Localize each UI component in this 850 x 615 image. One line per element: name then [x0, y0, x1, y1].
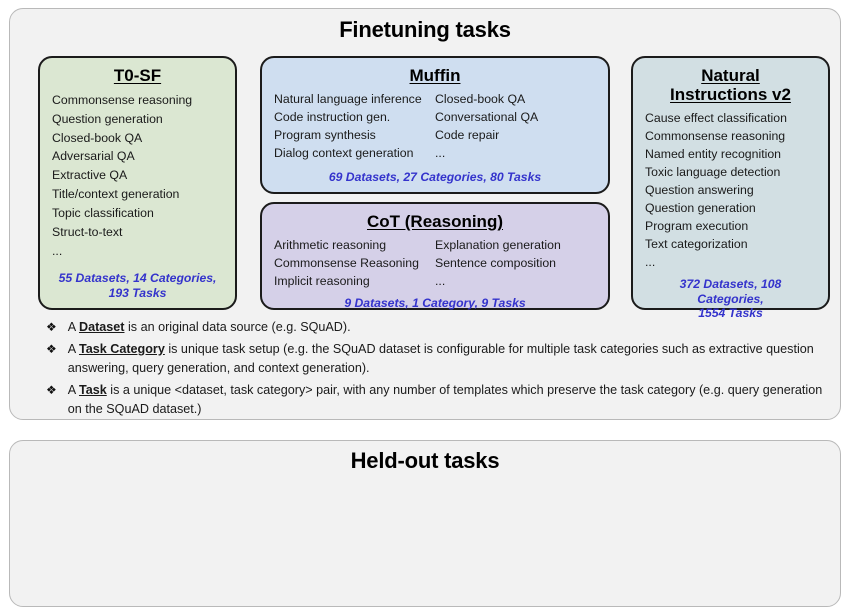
card-title-muffin: Muffin [274, 66, 596, 85]
finetuning-panel-title: Finetuning tasks [339, 17, 511, 42]
card-title-natural-instructions-v2: Natural Instructions v2 [645, 66, 816, 104]
card-stats-cot: 9 Datasets, 1 Category, 9 Tasks [344, 295, 526, 310]
dataset-card-cot[interactable]: CoT (Reasoning) Arithmetic reasoning Com… [260, 202, 610, 310]
list-item: Adversarial QA [52, 149, 135, 164]
task-column-right: Closed-book QA Conversational QA Code re… [435, 91, 596, 163]
list-item: Text categorization [645, 236, 748, 251]
list-item: Closed-book QA [435, 92, 526, 107]
list-item: Sentence composition [435, 255, 556, 270]
note-post: is a unique <dataset, task category> pai… [67, 382, 823, 416]
note-post: is unique task setup (e.g. the SQuAD dat… [67, 341, 814, 375]
card-title-text: CoT (Reasoning) [367, 212, 503, 231]
list-item: Closed-book QA [52, 130, 143, 145]
list-item-ellipsis: ... [52, 243, 63, 258]
card-title-line1: Natural [701, 66, 760, 85]
list-item: Program synthesis [274, 127, 376, 142]
card-stats-line1: 55 Datasets, 14 Categories, [58, 271, 217, 286]
note-term: Task Category [78, 341, 165, 356]
note-text: A Task Category is unique task setup (e.… [68, 340, 836, 378]
task-list-natural-instructions-v2: Cause effect classification Commonsense … [645, 110, 816, 272]
card-stats-line2: 193 Tasks [108, 286, 167, 301]
note-text: A Task is a unique <dataset, task catego… [68, 381, 836, 419]
note-term: Task [78, 382, 107, 397]
list-item: Commonsense reasoning [645, 129, 786, 144]
card-title-line2: Instructions v2 [670, 85, 791, 105]
list-item: Program execution [645, 218, 749, 233]
note-item: ❖ A Task Category is unique task setup (… [46, 340, 836, 378]
diamond-bullet-icon: ❖ [46, 320, 57, 334]
task-list-t0sf: Commonsense reasoning Question generatio… [52, 91, 223, 260]
held-out-tasks-panel: Held-out tasks MMLU Abstract algebra Col… [9, 440, 841, 607]
diamond-bullet-icon: ❖ [46, 382, 57, 397]
list-item: Implicit reasoning [274, 273, 370, 288]
list-item: Explanation generation [435, 238, 561, 253]
heldout-panel-title: Held-out tasks [350, 448, 500, 473]
list-item: Code instruction gen. [274, 109, 391, 124]
card-stats-line2: 1554 Tasks [698, 306, 763, 321]
list-item: Commonsense reasoning [52, 93, 193, 108]
list-item: Topic classification [52, 205, 154, 220]
note-pre: A [67, 320, 79, 334]
note-item: ❖ A Task is a unique <dataset, task cate… [46, 381, 836, 419]
note-term: Dataset [78, 320, 125, 334]
list-item: Conversational QA [435, 109, 539, 124]
list-item: Arithmetic reasoning [274, 238, 387, 253]
list-item-ellipsis: ... [645, 254, 656, 269]
note-pre: A [67, 341, 79, 356]
list-item: Code repair [435, 127, 500, 142]
note-post: is an original data source (e.g. SQuAD). [124, 320, 351, 334]
list-item: Question answering [645, 182, 754, 197]
dataset-card-t0sf[interactable]: T0-SF Commonsense reasoning Question gen… [38, 56, 237, 310]
list-item: Cause effect classification [645, 111, 787, 126]
list-item: Struct-to-text [52, 224, 123, 239]
list-item: Toxic language detection [645, 164, 781, 179]
card-stats-muffin: 69 Datasets, 27 Categories, 80 Tasks [328, 170, 542, 185]
dataset-card-natural-instructions-v2[interactable]: Natural Instructions v2 Cause effect cla… [631, 56, 830, 320]
task-list-muffin: Natural language inference Code instruct… [274, 91, 596, 163]
card-stats-natural-instructions-v2: 372 Datasets, 108 Categories, 1554 Tasks [645, 272, 816, 322]
list-item-ellipsis: ... [435, 273, 446, 288]
task-column-left: Natural language inference Code instruct… [274, 91, 435, 163]
finetuning-tasks-panel: Finetuning tasks T0-SF Commonsense reaso… [9, 8, 841, 420]
card-title-t0sf: T0-SF [52, 66, 223, 85]
card-title-text: Muffin [409, 66, 461, 85]
definitions-notes: ❖ A Dataset is an original data source (… [46, 318, 836, 421]
card-title-cot: CoT (Reasoning) [274, 212, 596, 231]
list-item-ellipsis: ... [435, 145, 446, 160]
list-item: Dialog context generation [274, 145, 414, 160]
note-pre: A [67, 382, 79, 397]
card-stats-t0sf: 55 Datasets, 14 Categories, 193 Tasks [52, 266, 223, 301]
list-item: Named entity recognition [645, 146, 782, 161]
list-item: Extractive QA [52, 168, 128, 183]
diamond-bullet-icon: ❖ [46, 341, 57, 356]
card-title-text: T0-SF [113, 66, 162, 85]
task-column-right: Explanation generation Sentence composit… [435, 237, 596, 291]
card-stats-line1: 372 Datasets, 108 Categories, [679, 276, 782, 306]
task-column-left: Arithmetic reasoning Commonsense Reasoni… [274, 237, 435, 291]
list-item: Title/context generation [52, 187, 180, 202]
list-item: Question generation [645, 200, 756, 215]
note-item: ❖ A Dataset is an original data source (… [46, 318, 836, 337]
list-item: Natural language inference [274, 92, 422, 107]
task-list-cot: Arithmetic reasoning Commonsense Reasoni… [274, 237, 596, 291]
dataset-card-muffin[interactable]: Muffin Natural language inference Code i… [260, 56, 610, 194]
list-item: Commonsense Reasoning [274, 255, 419, 270]
list-item: Question generation [52, 111, 163, 126]
note-text: A Dataset is an original data source (e.… [68, 318, 836, 337]
